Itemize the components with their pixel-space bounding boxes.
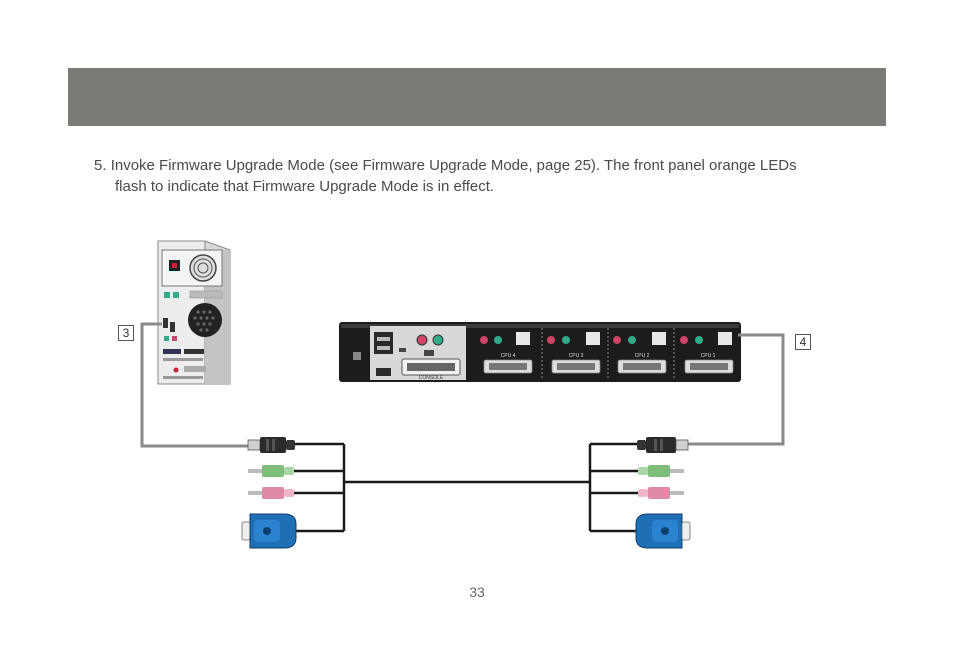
audio-plug-pink-right (638, 487, 684, 499)
cable-bundle (294, 442, 640, 533)
console-port-label: CONSOLE (419, 375, 444, 381)
cpu-port-group-4: CPU 4 (473, 328, 541, 378)
step-number: 5. (94, 157, 107, 174)
header-bar (68, 68, 886, 126)
cpu-port-group-3: CPU 3 (547, 332, 601, 374)
kvm-switch: CONSOLE CPU 4 CPU 3 CPU 2 (339, 322, 741, 382)
usb-cable-right (688, 333, 785, 446)
cpu-port-group-1: CPU 1 (680, 332, 734, 374)
usb-cable-left (140, 322, 248, 448)
page-number: 33 (469, 584, 485, 600)
cpu-label-3: CPU 3 (569, 353, 584, 359)
audio-plug-green-left (248, 465, 294, 477)
computer-tower (157, 240, 231, 385)
cpu-label-1: CPU 1 (701, 353, 716, 359)
step-line-2: flash to indicate that Firmware Upgrade … (115, 178, 495, 195)
cpu-label-2: CPU 2 (635, 353, 650, 359)
usb-connector-right (637, 437, 689, 453)
callout-3: 3 (118, 325, 134, 341)
audio-plug-green-right (638, 465, 684, 477)
usb-connector-left (247, 437, 295, 453)
vga-connector-right (635, 513, 691, 549)
cpu-label-4: CPU 4 (501, 353, 516, 359)
callout-4: 4 (795, 334, 811, 350)
audio-plug-pink-left (248, 487, 294, 499)
cpu-port-group-2: CPU 2 (613, 332, 667, 374)
vga-connector-left (241, 513, 297, 549)
step-instruction: 5. Invoke Firmware Upgrade Mode (see Fir… (94, 155, 884, 197)
step-line-1: Invoke Firmware Upgrade Mode (see Firmwa… (110, 157, 797, 174)
